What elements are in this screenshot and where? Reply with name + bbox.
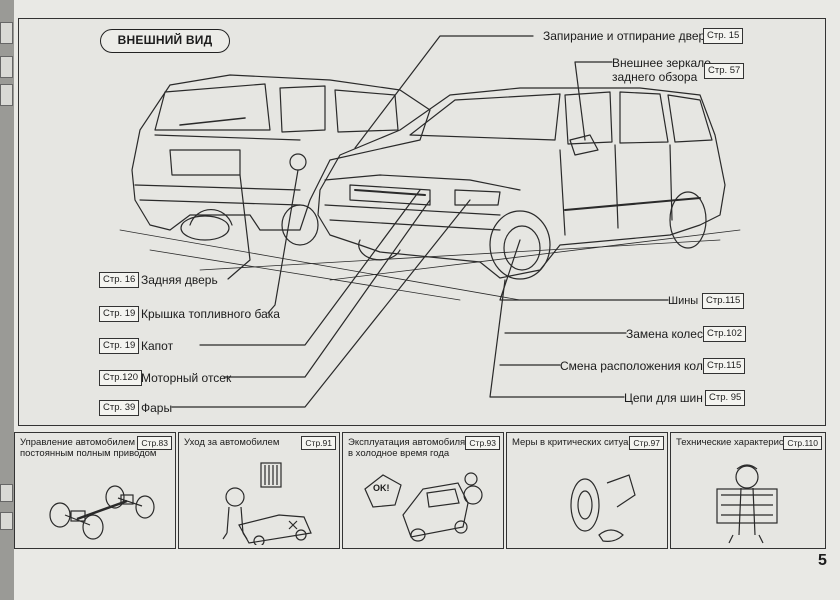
panel-specs[interactable]: Технические характеристики Стр.110 <box>670 432 826 549</box>
callout-wheel-change-label: Замена колес <box>626 327 703 341</box>
panel-emergency-ref[interactable]: Стр.97 <box>629 436 664 450</box>
callout-wheel-rotation-label: Смена расположения колес <box>560 359 716 373</box>
panel-awd-title-2: постоянным полным приводом <box>20 448 157 459</box>
panel-cold-title-1: Эксплуатация автомобиля <box>348 437 466 448</box>
callout-tires-ref[interactable]: Стр.115 <box>702 293 745 309</box>
callout-fuel-lid-ref[interactable]: Стр. 19 <box>99 306 140 322</box>
callout-mirror-label-1: Внешнее зеркало <box>612 56 711 70</box>
car-care-cartoon <box>222 462 312 545</box>
callout-tailgate-label: Задняя дверь <box>141 273 218 287</box>
callout-engine-bay-ref[interactable]: Стр.120 <box>99 370 142 386</box>
panel-awd[interactable]: Управление автомобилем с постоянным полн… <box>14 432 176 549</box>
panel-care-ref[interactable]: Стр.91 <box>301 436 336 450</box>
panel-specs-title-1: Технические характеристики <box>676 437 803 448</box>
callout-tires-label: Шины <box>668 295 699 307</box>
left-edge-tab <box>0 84 13 106</box>
callout-mirror-label-2: заднего обзора <box>612 70 698 84</box>
callout-hood-label: Капот <box>141 339 174 353</box>
cartoon-ok-text: OK! <box>373 483 390 493</box>
callout-wheel-rotation-ref[interactable]: Стр.115 <box>703 358 746 374</box>
panel-cold-ref[interactable]: Стр.93 <box>465 436 500 450</box>
panel-emergency[interactable]: Меры в критических ситуациях Стр.97 <box>506 432 668 549</box>
callout-engine-bay-label: Моторный отсек <box>141 371 232 385</box>
panel-care-title-1: Уход за автомобилем <box>184 437 280 448</box>
front-van-outline <box>317 87 726 279</box>
callout-wheel-change-ref[interactable]: Стр.102 <box>703 326 746 342</box>
callout-door-locks-ref[interactable]: Стр. 15 <box>703 28 744 44</box>
panel-cold-weather[interactable]: Эксплуатация автомобиля в холодное время… <box>342 432 504 549</box>
callout-tailgate-ref[interactable]: Стр. 16 <box>99 272 140 288</box>
callout-hood-ref[interactable]: Стр. 19 <box>99 338 140 354</box>
section-title: ВНЕШНИЙ ВИД <box>100 29 230 53</box>
awd-drivetrain-drawing <box>49 485 155 540</box>
left-edge-tab <box>0 22 13 44</box>
panel-care[interactable]: Уход за автомобилем Стр.91 <box>178 432 340 549</box>
page-number: 5 <box>818 552 827 569</box>
callout-headlights-ref[interactable]: Стр. 39 <box>99 400 140 416</box>
exterior-view-frame <box>18 18 826 426</box>
panel-specs-ref[interactable]: Стр.110 <box>783 436 822 450</box>
callout-snow-chains-ref[interactable]: Стр. 95 <box>705 390 746 406</box>
panel-awd-title-1: Управление автомобилем с <box>20 437 143 448</box>
left-edge-tab <box>0 484 13 502</box>
panel-awd-ref[interactable]: Стр.83 <box>137 436 172 450</box>
left-edge-tab <box>0 512 13 530</box>
callout-door-locks-label: Запирание и отпирание дверей <box>543 29 719 43</box>
emergency-cartoon <box>570 474 636 542</box>
specs-cartoon <box>716 464 778 544</box>
rear-van-outline <box>131 74 431 231</box>
callout-snow-chains-label: Цепи для шин <box>624 391 703 405</box>
callout-mirror-ref[interactable]: Стр. 57 <box>704 63 745 79</box>
panel-cold-title-2: в холодное время года <box>348 448 450 459</box>
panel-emergency-title-1: Меры в критических ситуациях <box>512 437 650 448</box>
callout-fuel-lid-label: Крышка топливного бака <box>141 307 280 321</box>
cold-weather-cartoon <box>364 472 483 542</box>
callout-headlights-label: Фары <box>141 401 173 415</box>
left-edge-tab <box>0 56 13 78</box>
